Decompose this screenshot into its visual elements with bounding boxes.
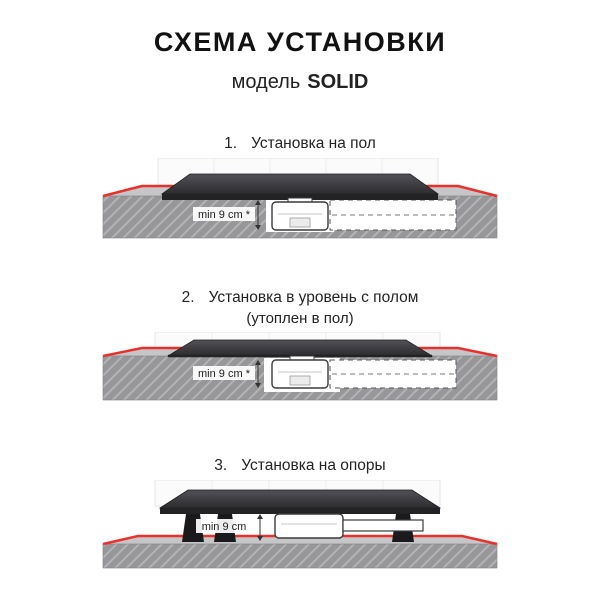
dimension-arrow bbox=[255, 200, 261, 231]
drain-siphon bbox=[271, 355, 329, 390]
dimension-arrow bbox=[257, 514, 263, 542]
dimension-label: min 9 cm * bbox=[193, 366, 255, 381]
drain-siphon bbox=[274, 513, 424, 540]
drain-pipe bbox=[342, 519, 424, 532]
section-2-sublabel: (утоплен в пол) bbox=[246, 310, 354, 328]
drain-siphon bbox=[271, 197, 329, 232]
diagram-install-on-supports: min 9 cm bbox=[102, 480, 498, 569]
section-3-number: 3. bbox=[214, 457, 228, 475]
section-2-label: Установка в уровень с полом bbox=[208, 289, 419, 307]
section-1-title: 1. Установка на пол bbox=[0, 134, 600, 154]
dimension-arrow bbox=[255, 360, 261, 389]
diagram-install-on-floor: min 9 cm * bbox=[102, 158, 498, 239]
shower-tray bbox=[166, 339, 434, 358]
section-install-flush: 2. Установка в уровень с полом (утоплен … bbox=[0, 288, 600, 406]
diagram-install-flush: min 9 cm * bbox=[102, 332, 498, 401]
dimension-label: min 9 cm bbox=[196, 519, 252, 534]
shower-tray bbox=[158, 489, 442, 515]
floor-slab bbox=[102, 536, 498, 569]
shower-tray bbox=[160, 173, 440, 201]
section-2-number: 2. bbox=[181, 289, 195, 307]
section-2-title: 2. Установка в уровень с полом bbox=[0, 288, 600, 308]
section-3-label: Установка на опоры bbox=[241, 457, 386, 475]
section-3-title: 3. Установка на опоры bbox=[0, 456, 600, 476]
page-title: СХЕМА УСТАНОВКИ bbox=[153, 27, 447, 57]
drain-pipe-zone bbox=[329, 199, 457, 231]
model-name: SOLID bbox=[307, 71, 369, 94]
section-install-on-floor: 1. Установка на пол bbox=[0, 134, 600, 242]
dimension-label: min 9 cm * bbox=[193, 207, 255, 222]
dimension-text: min 9 cm bbox=[202, 521, 247, 533]
page-subtitle: модель SOLID bbox=[0, 70, 600, 94]
section-install-on-supports: 3. Установка на опоры bbox=[0, 456, 600, 570]
section-1-label: Установка на пол bbox=[251, 135, 376, 153]
subtitle-prefix: модель bbox=[231, 71, 301, 94]
dimension-text: min 9 cm * bbox=[198, 209, 251, 221]
dimension-text: min 9 cm * bbox=[198, 368, 251, 380]
section-1-number: 1. bbox=[224, 135, 238, 153]
drain-pipe-zone bbox=[329, 359, 457, 389]
